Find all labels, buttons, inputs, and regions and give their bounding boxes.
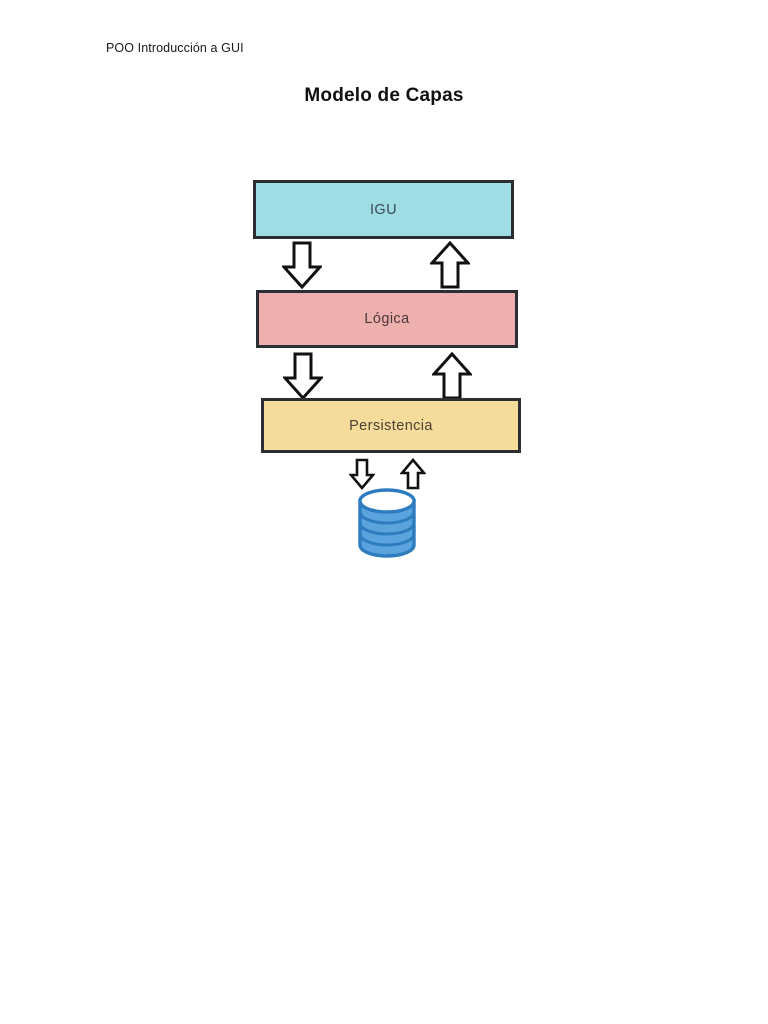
database-cylinder-icon[interactable] [356,488,418,558]
arrow-up-icon-database-to-persistencia [400,458,426,490]
layer-label-igu: IGU [370,201,397,218]
layer-box-persistencia[interactable]: Persistencia [261,398,521,453]
layer-box-logica[interactable]: Lógica [256,290,518,348]
arrow-up-icon-persistencia-to-logica [432,352,472,400]
layer-label-logica: Lógica [364,311,410,327]
page-title: Modelo de Capas [304,85,464,106]
arrow-up-icon-logica-to-igu [430,241,470,289]
layer-box-igu[interactable]: IGU [253,180,514,239]
arrow-down-icon-igu-to-logica [282,241,322,289]
layer-label-persistencia: Persistencia [349,417,433,434]
arrow-down-icon-persistencia-to-database [349,458,375,490]
arrow-down-icon-logica-to-persistencia [283,352,323,400]
document-header: POO Introducción a GUI [106,41,244,55]
